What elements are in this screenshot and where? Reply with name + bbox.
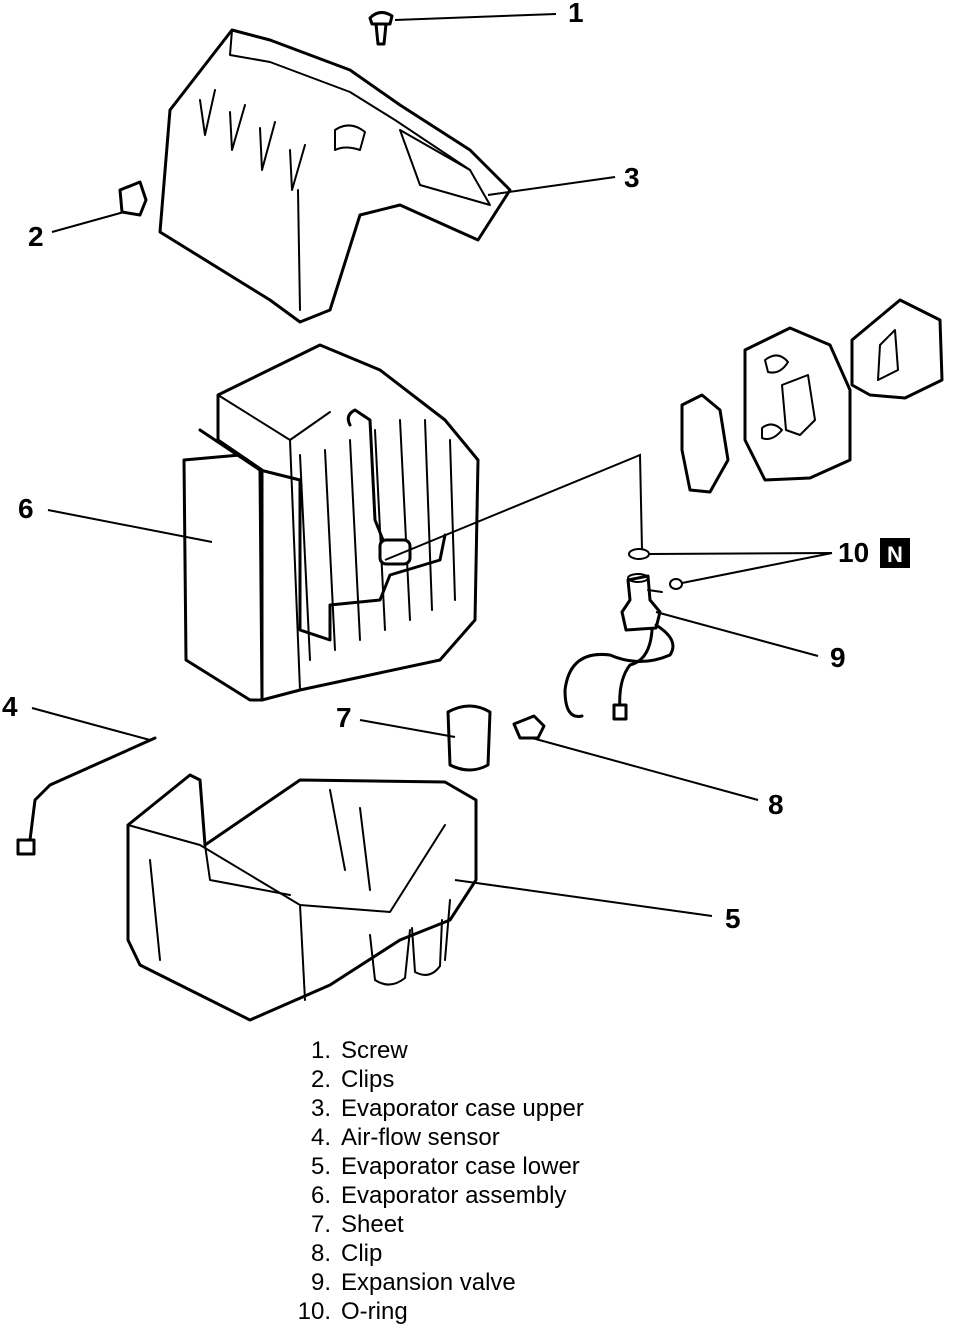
o-ring-part <box>628 548 683 590</box>
legend-item: 7. Sheet <box>285 1210 705 1239</box>
callout-2: 2 <box>28 221 44 252</box>
callout-6: 6 <box>18 493 34 524</box>
leader-10b <box>681 552 833 584</box>
legend-text: Clip <box>341 1240 383 1267</box>
callout-4: 4 <box>2 691 18 722</box>
legend-item: 10. O-ring <box>285 1297 705 1326</box>
callout-3: 3 <box>624 162 640 193</box>
legend-number: 9. <box>310 1269 331 1296</box>
leader-5 <box>454 879 713 917</box>
leader-4 <box>31 707 151 741</box>
leader-lines <box>31 13 833 917</box>
legend-item: 6. Evaporator assembly <box>285 1181 705 1210</box>
legend-text: Evaporator case upper <box>341 1095 584 1122</box>
legend-number: 8. <box>310 1240 331 1267</box>
legend-number: 10. <box>297 1298 331 1325</box>
leader-3 <box>487 176 616 196</box>
clips-part <box>118 180 148 217</box>
callout-8: 8 <box>768 789 784 820</box>
legend-number: 4. <box>310 1124 331 1151</box>
expansion-valve-part <box>563 573 675 721</box>
leader-10a <box>649 552 833 555</box>
legend-item: 2. Clips <box>285 1065 705 1094</box>
legend-number: 5. <box>310 1153 331 1180</box>
evaporator-case-lower-part <box>126 773 478 1022</box>
exploded-diagram: 1 2 3 4 5 6 7 8 9 10 N <box>2 0 944 1022</box>
legend-text: Evaporator assembly <box>341 1182 567 1209</box>
legend-item: 5. Evaporator case lower <box>285 1152 705 1181</box>
callout-1: 1 <box>568 0 584 28</box>
new-part-badge-label: N <box>887 542 903 567</box>
screw-part <box>368 11 394 46</box>
leader-7 <box>359 719 456 738</box>
callout-10: 10 <box>838 537 869 568</box>
sheet-part <box>446 704 492 772</box>
evaporator-case-upper-part <box>158 28 512 324</box>
legend-text: Screw <box>341 1037 408 1064</box>
legend-item: 8. Clip <box>285 1239 705 1268</box>
legend-number: 7. <box>310 1211 331 1238</box>
legend-number: 2. <box>310 1066 331 1093</box>
leader-6 <box>47 509 213 543</box>
callout-9: 9 <box>830 642 846 673</box>
legend-item: 4. Air-flow sensor <box>285 1123 705 1152</box>
leader-9 <box>655 611 819 657</box>
legend-text: O-ring <box>341 1298 408 1325</box>
legend-text: Expansion valve <box>341 1269 516 1296</box>
legend-item: 3. Evaporator case upper <box>285 1094 705 1123</box>
legend-number: 1. <box>310 1037 331 1064</box>
air-flow-sensor-part <box>16 736 157 856</box>
gasket-plates-part <box>680 298 944 494</box>
leader-9-pipe <box>384 453 643 561</box>
legend-item: 9. Expansion valve <box>285 1268 705 1297</box>
legend-text: Sheet <box>341 1211 404 1238</box>
legend-item: 1. Screw <box>285 1036 705 1065</box>
legend-text: Air-flow sensor <box>341 1124 500 1151</box>
legend-number: 3. <box>310 1095 331 1122</box>
parts-legend: 1.Screw 2.Clips 3.Evaporator case upper … <box>285 1036 705 1326</box>
legend-number: 6. <box>310 1182 331 1209</box>
leader-1 <box>394 13 557 21</box>
callout-5: 5 <box>725 903 741 934</box>
new-part-badge: N <box>880 538 910 568</box>
clip-part <box>512 714 546 740</box>
evaporator-assembly-part <box>182 343 480 702</box>
legend-text: Clips <box>341 1066 395 1093</box>
leader-8 <box>531 737 759 801</box>
callout-7: 7 <box>336 702 352 733</box>
legend-text: Evaporator case lower <box>341 1153 580 1180</box>
leader-2 <box>51 211 125 233</box>
